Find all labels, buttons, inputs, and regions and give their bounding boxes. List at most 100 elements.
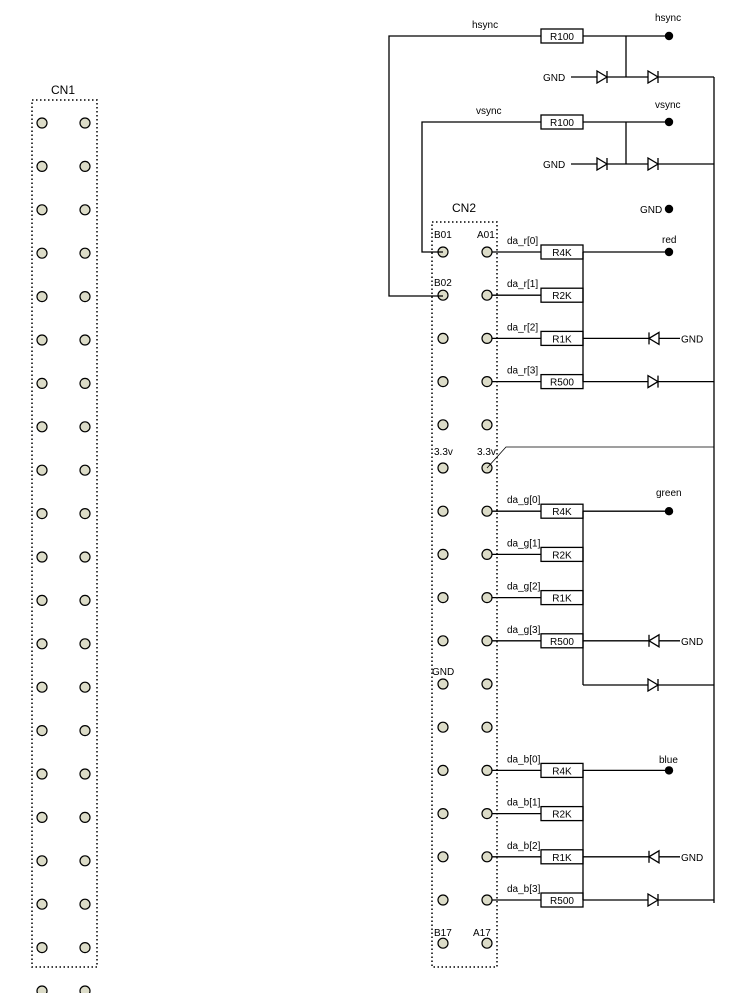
cn2-pin xyxy=(437,851,449,863)
static-wiring xyxy=(388,35,715,903)
cn1-pin xyxy=(36,898,48,910)
cn2-pin xyxy=(437,419,449,431)
red-diode-gnd xyxy=(647,331,660,346)
diode-triangle xyxy=(647,156,660,172)
cn2-pin xyxy=(437,807,449,820)
blue-channel: da_b[0]R4Kda_b[1]R2Kda_b[2]R1Kda_b[3]R50… xyxy=(492,754,714,908)
vsync-output-label: vsync xyxy=(655,100,681,111)
blue-resistor: R4K xyxy=(540,762,584,779)
cn1-outline xyxy=(31,99,98,968)
hsync-output-terminal xyxy=(664,31,674,41)
red-diode-bus xyxy=(647,374,660,389)
cn2-pins xyxy=(437,246,493,949)
vsync-wire-label: vsync xyxy=(476,106,502,117)
cn1-pin xyxy=(79,638,91,650)
gnd-terminal-label: GND xyxy=(640,205,662,216)
cn2-pin xyxy=(481,376,493,388)
cn2-pin xyxy=(481,807,493,820)
red-bit-label: da_r[0] xyxy=(507,236,538,247)
cn2-pin xyxy=(481,419,493,431)
cn2-pin xyxy=(437,937,449,949)
cn1-pins xyxy=(36,117,91,993)
cn1-pin xyxy=(36,117,48,129)
red-bit-label: da_r[3] xyxy=(507,366,538,377)
cn2-pin xyxy=(481,548,493,561)
diode-triangle xyxy=(647,677,660,693)
cn1-pin xyxy=(36,464,48,476)
resistor-label: R500 xyxy=(550,896,574,907)
cn2-title: CN2 xyxy=(452,201,476,215)
cn1-pin xyxy=(36,334,48,346)
cn2-label-a17: A17 xyxy=(473,928,491,939)
blue-bit-label: da_b[1] xyxy=(507,798,541,809)
diode-triangle xyxy=(596,69,609,85)
gnd-terminal: GND xyxy=(640,204,674,216)
cn1-pin xyxy=(36,811,48,824)
cn1-pin xyxy=(36,507,48,520)
red-resistor: R2K xyxy=(540,287,584,303)
green-bit-label: da_g[1] xyxy=(507,538,541,549)
cn1-pin xyxy=(79,985,91,993)
resistor-label: R1K xyxy=(552,853,572,864)
red-bit-label: da_r[2] xyxy=(507,322,538,333)
diode-triangle xyxy=(647,374,660,389)
cn2-pin xyxy=(437,332,449,344)
resistor-label: R2K xyxy=(552,810,572,821)
blue-output-terminal xyxy=(664,766,674,775)
cn2-pin xyxy=(481,289,493,301)
cn1-pin xyxy=(36,681,48,693)
cn1-pin xyxy=(36,291,48,303)
green-output-label: green xyxy=(656,488,682,499)
red-resistor: R1K xyxy=(540,330,584,347)
cn2-label-a01: A01 xyxy=(477,230,495,241)
cn2-label-b13: GND xyxy=(432,667,454,678)
cn1-pin xyxy=(36,247,48,259)
cn1-pin xyxy=(36,724,48,737)
cn2-connector: CN2 B01 A01 B02 3.3v 3.3v GND B17 A17 xyxy=(431,201,498,968)
cn2-pin xyxy=(481,505,493,517)
cn1-pin xyxy=(36,638,48,650)
resistor-label: R4K xyxy=(552,248,572,259)
cn2-label-a09: 3.3v xyxy=(477,447,496,458)
green-bit-label: da_g[2] xyxy=(507,582,541,593)
green-resistor: R500 xyxy=(540,633,584,649)
cn1-pin xyxy=(79,724,91,737)
hsync-diode-bus xyxy=(647,69,660,85)
cn2-pin xyxy=(481,332,493,344)
cn2-pin xyxy=(481,591,493,604)
cn1-pin xyxy=(79,941,91,954)
cn1-pin xyxy=(79,507,91,520)
blue-diode-bus xyxy=(647,892,660,908)
blue-resistor: R2K xyxy=(540,805,584,822)
vsync-diode-gnd xyxy=(596,156,609,172)
cn2-pin xyxy=(437,764,449,777)
green-gnd-label: GND xyxy=(681,637,703,648)
cn2-label-b09: 3.3v xyxy=(434,447,453,458)
cn2-pin xyxy=(437,289,449,301)
cn2-label-b02: B02 xyxy=(434,278,452,289)
cn2-pin xyxy=(481,635,493,647)
cn1-pin xyxy=(79,421,91,433)
blue-diode-gnd xyxy=(647,849,660,864)
cn2-label-b17: B17 xyxy=(434,928,452,939)
cn2-pin xyxy=(437,591,449,604)
cn1-pin xyxy=(36,985,48,993)
cn1-connector: CN1 xyxy=(31,83,98,993)
resistor-label: R1K xyxy=(552,334,572,345)
red-output-terminal xyxy=(664,247,674,257)
gnd-terminal-dot xyxy=(664,204,674,214)
vsync-gnd-label: GND xyxy=(543,160,565,171)
red-output-label: red xyxy=(662,235,676,246)
cn1-pin xyxy=(79,811,91,824)
green-bit-label: da_g[0] xyxy=(507,495,541,506)
resistor-label: R500 xyxy=(550,637,574,648)
cn1-pin xyxy=(79,377,91,389)
cn1-pin xyxy=(36,377,48,389)
red-gnd-label: GND xyxy=(681,334,703,345)
blue-resistor: R1K xyxy=(540,849,584,865)
green-output-terminal xyxy=(664,507,674,516)
resistor-label: R4K xyxy=(552,766,572,777)
red-resistor: R500 xyxy=(540,373,584,390)
